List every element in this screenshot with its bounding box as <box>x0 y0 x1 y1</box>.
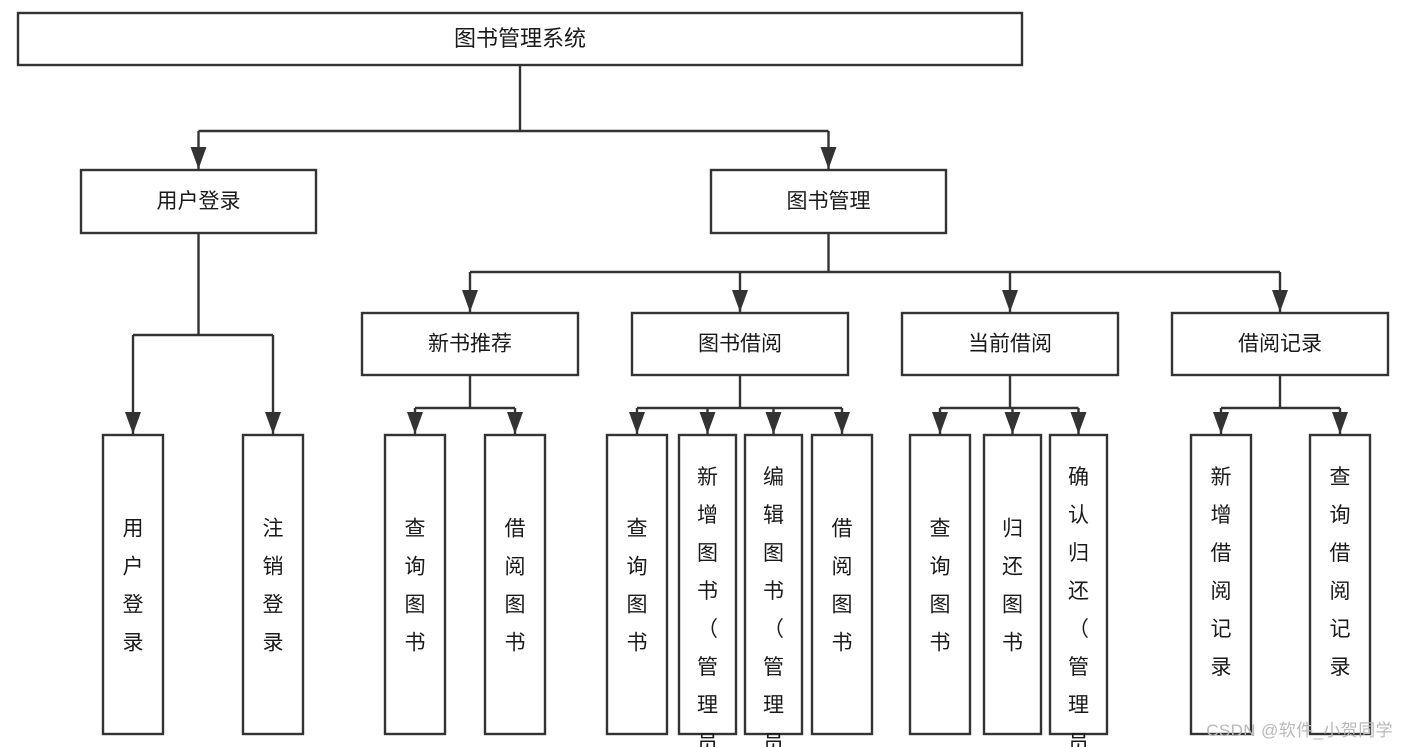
node-label-vertical: 确认归还（管理员） <box>1068 466 1089 747</box>
node-label: 用户登录 <box>157 190 241 213</box>
node-label-vertical: 注销登录 <box>263 518 284 655</box>
node-label: 图书借阅 <box>698 333 782 356</box>
node-leaf-user-logout[interactable]: 注销登录 <box>241 433 305 736</box>
node-label-vertical: 查询借阅记录 <box>1330 466 1351 679</box>
node-label-vertical: 新增借阅记录 <box>1211 466 1232 679</box>
node-borrow-record[interactable]: 借阅记录 <box>1170 311 1390 377</box>
node-leaf-query-record[interactable]: 查询借阅记录 <box>1308 433 1372 736</box>
node-leaf-borrow-book-1[interactable]: 借阅图书 <box>483 433 547 736</box>
node-book-manage[interactable]: 图书管理 <box>709 168 948 235</box>
node-book-borrow[interactable]: 图书借阅 <box>630 311 850 377</box>
node-layer: 图书管理系统用户登录图书管理新书推荐图书借阅当前借阅借阅记录用户登录注销登录查询… <box>16 11 1390 747</box>
node-label: 图书管理系统 <box>454 26 586 51</box>
node-label-vertical: 借阅图书 <box>505 518 526 655</box>
node-label-vertical: 借阅图书 <box>832 518 853 655</box>
node-label-vertical: 新增图书（管理员） <box>697 466 718 747</box>
node-label-vertical: 编辑图书（管理员） <box>763 466 784 747</box>
edge-layer <box>125 65 1348 434</box>
node-label-vertical: 查询图书 <box>627 518 648 655</box>
node-leaf-add-book[interactable]: 新增图书（管理员） <box>677 433 738 747</box>
node-label-vertical: 查询图书 <box>930 518 951 655</box>
node-leaf-query-book-2[interactable]: 查询图书 <box>605 433 669 736</box>
node-current-borrow[interactable]: 当前借阅 <box>900 311 1120 377</box>
node-leaf-borrow-book-2[interactable]: 借阅图书 <box>810 433 874 736</box>
node-label: 借阅记录 <box>1238 333 1322 356</box>
node-leaf-edit-book[interactable]: 编辑图书（管理员） <box>743 433 804 747</box>
node-leaf-add-record[interactable]: 新增借阅记录 <box>1189 433 1253 736</box>
node-label: 当前借阅 <box>968 333 1052 356</box>
node-leaf-query-book-1[interactable]: 查询图书 <box>383 433 447 736</box>
node-label-vertical: 查询图书 <box>405 518 426 655</box>
node-leaf-query-book-3[interactable]: 查询图书 <box>908 433 972 736</box>
node-label-vertical: 归还图书 <box>1002 518 1023 655</box>
node-leaf-confirm-return[interactable]: 确认归还（管理员） <box>1048 433 1109 747</box>
node-leaf-return-book[interactable]: 归还图书 <box>982 433 1043 736</box>
node-user-login[interactable]: 用户登录 <box>79 168 318 235</box>
watermark-label: CSDN @软件_小贺同学 <box>1206 721 1393 740</box>
node-root-book-management-system[interactable]: 图书管理系统 <box>16 11 1024 67</box>
node-label-vertical: 用户登录 <box>123 518 144 655</box>
node-label: 新书推荐 <box>428 333 512 356</box>
node-label: 图书管理 <box>787 190 871 213</box>
node-leaf-user-login[interactable]: 用户登录 <box>101 433 165 736</box>
node-new-book-recommend[interactable]: 新书推荐 <box>360 311 580 377</box>
